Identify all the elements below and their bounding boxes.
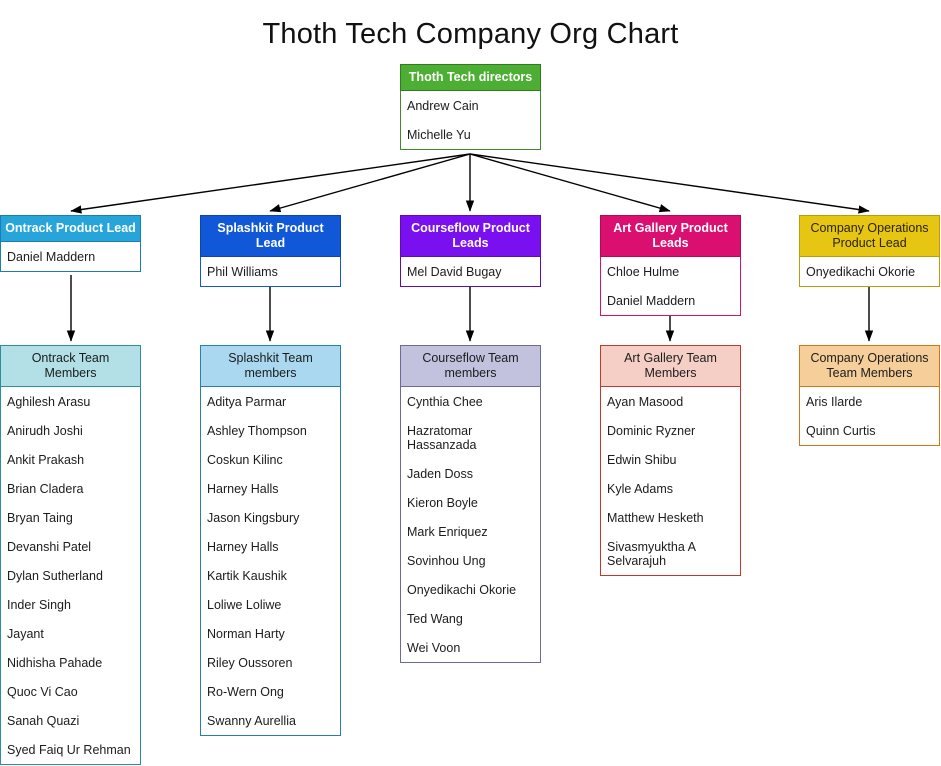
node-header: Ontrack Team Members (0, 345, 141, 387)
list-item: Daniel Maddern (7, 250, 96, 264)
list-item: Riley Oussoren (207, 656, 293, 670)
node-header: Courseflow Team members (400, 345, 541, 387)
node-body: Cynthia Chee Hazratomar Hassanzada Jaden… (400, 387, 541, 663)
list-item: Anirudh Joshi (7, 424, 83, 438)
node-header: Art Gallery Product Leads (600, 215, 741, 257)
list-item: Nidhisha Pahade (7, 656, 103, 670)
list-item: Swanny Aurellia (207, 714, 296, 728)
list-item: Michelle Yu (407, 128, 471, 142)
list-item: Edwin Shibu (607, 453, 677, 467)
node-body: Phil Williams (200, 257, 341, 287)
node-body: Aghilesh Arasu Anirudh Joshi Ankit Praka… (0, 387, 141, 765)
node-header: Company Operations Team Members (799, 345, 940, 387)
list-item: Sovinhou Ung (407, 554, 486, 568)
list-item: Aris Ilarde (806, 395, 863, 409)
list-item: Mel David Bugay (407, 265, 502, 279)
list-item: Mark Enriquez (407, 525, 488, 539)
list-item: Onyedikachi Okorie (806, 265, 916, 279)
list-item: Syed Faiq Ur Rehman (7, 743, 131, 757)
node-header: Thoth Tech directors (400, 64, 541, 91)
node-header: Splashkit Team members (200, 345, 341, 387)
list-item: Ayan Masood (607, 395, 684, 409)
connector-root-to-ontrack-lead (70, 153, 471, 214)
list-item: Matthew Hesketh (607, 511, 704, 525)
list-item: Ted Wang (407, 612, 463, 626)
list-item: Aditya Parmar (207, 395, 287, 409)
node-body: Chloe Hulme Daniel Maddern (600, 257, 741, 316)
list-item: Sanah Quazi (7, 714, 80, 728)
node-header: Courseflow Product Leads (400, 215, 541, 257)
node-splashkit-product-lead[interactable]: Splashkit Product Lead Phil Williams (200, 215, 341, 287)
node-body: Mel David Bugay (400, 257, 541, 287)
node-art-gallery-product-leads[interactable]: Art Gallery Product Leads Chloe Hulme Da… (600, 215, 741, 316)
list-item: Devanshi Patel (7, 540, 92, 554)
list-item: Loliwe Loliwe (207, 598, 282, 612)
node-header: Splashkit Product Lead (200, 215, 341, 257)
list-item: Coskun Kilinc (207, 453, 283, 467)
list-item: Inder Singh (7, 598, 71, 612)
list-item: Kieron Boyle (407, 496, 478, 510)
node-body: Aditya Parmar Ashley Thompson Coskun Kil… (200, 387, 341, 736)
node-header: Ontrack Product Lead (0, 215, 141, 242)
list-item: Jayant (7, 627, 44, 641)
list-item: Jason Kingsbury (207, 511, 300, 525)
list-item: Bryan Taing (7, 511, 73, 525)
list-item: Aghilesh Arasu (7, 395, 91, 409)
list-item: Chloe Hulme (607, 265, 680, 279)
node-header: Art Gallery Team Members (600, 345, 741, 387)
list-item: Andrew Cain (407, 99, 479, 113)
node-art-gallery-team-members[interactable]: Art Gallery Team Members Ayan Masood Dom… (600, 345, 741, 576)
list-item: Quoc Vi Cao (7, 685, 78, 699)
list-item: Ro-Wern Ong (207, 685, 284, 699)
list-item: Sivasmyuktha A Selvarajuh (607, 540, 696, 568)
list-item: Cynthia Chee (407, 395, 483, 409)
list-item: Quinn Curtis (806, 424, 876, 438)
connector-root-to-artgallery-lead (469, 153, 671, 213)
list-item: Norman Harty (207, 627, 285, 641)
node-courseflow-product-leads[interactable]: Courseflow Product Leads Mel David Bugay (400, 215, 541, 287)
list-item: Harney Halls (207, 482, 279, 496)
list-item: Onyedikachi Okorie (407, 583, 517, 597)
list-item: Jaden Doss (407, 467, 474, 481)
node-body: Andrew Cain Michelle Yu (400, 91, 541, 150)
page-title: Thoth Tech Company Org Chart (262, 18, 679, 50)
node-company-operations-product-lead[interactable]: Company Operations Product Lead Onyedika… (799, 215, 940, 287)
list-item: Kartik Kaushik (207, 569, 287, 583)
list-item: Kyle Adams (607, 482, 674, 496)
list-item: Dominic Ryzner (607, 424, 696, 438)
node-body: Daniel Maddern (0, 242, 141, 272)
node-splashkit-team-members[interactable]: Splashkit Team members Aditya Parmar Ash… (200, 345, 341, 736)
connector-root-to-splashkit-lead (269, 153, 471, 213)
node-company-operations-team-members[interactable]: Company Operations Team Members Aris Ila… (799, 345, 940, 446)
list-item: Dylan Sutherland (7, 569, 103, 583)
node-thoth-tech-directors[interactable]: Thoth Tech directors Andrew Cain Michell… (400, 64, 541, 150)
list-item: Ankit Prakash (7, 453, 85, 467)
list-item: Phil Williams (207, 265, 278, 279)
node-ontrack-product-lead[interactable]: Ontrack Product Lead Daniel Maddern (0, 215, 141, 272)
list-item: Hazratomar Hassanzada (407, 424, 477, 452)
connector-root-to-companyops-lead (469, 153, 870, 214)
node-courseflow-team-members[interactable]: Courseflow Team members Cynthia Chee Haz… (400, 345, 541, 663)
list-item: Brian Cladera (7, 482, 84, 496)
list-item: Wei Voon (407, 641, 461, 655)
node-body: Ayan Masood Dominic Ryzner Edwin Shibu K… (600, 387, 741, 576)
node-ontrack-team-members[interactable]: Ontrack Team Members Aghilesh Arasu Anir… (0, 345, 141, 765)
node-body: Aris Ilarde Quinn Curtis (799, 387, 940, 446)
list-item: Ashley Thompson (207, 424, 307, 438)
node-header: Company Operations Product Lead (799, 215, 940, 257)
list-item: Harney Halls (207, 540, 279, 554)
list-item: Daniel Maddern (607, 294, 696, 308)
node-body: Onyedikachi Okorie (799, 257, 940, 287)
